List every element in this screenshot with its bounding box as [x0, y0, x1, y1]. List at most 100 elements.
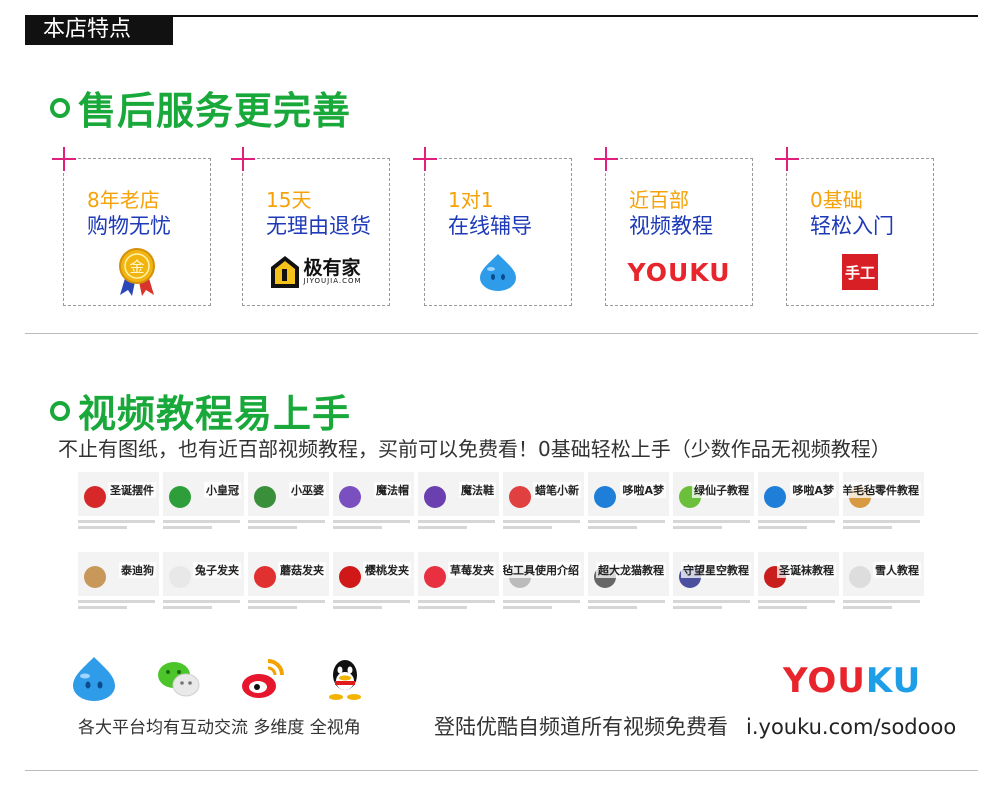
video-thumbnail[interactable]: 泰迪狗	[78, 552, 159, 624]
logo-text: 极有家	[303, 257, 361, 279]
plus-icon	[413, 147, 437, 171]
thumbnail-caption: 哆啦A梦	[620, 482, 666, 498]
video-thumbnail[interactable]: 魔法帽	[333, 472, 414, 544]
thumbnail-meta	[503, 520, 584, 529]
thumbnail-image: 魔法鞋	[418, 472, 499, 516]
thumbnail-image: 泰迪狗	[78, 552, 159, 596]
thumbnail-meta	[163, 520, 244, 529]
video-thumbnail[interactable]: 圣诞摆件	[78, 472, 159, 544]
thumbnail-figure	[84, 486, 106, 508]
thumbnail-meta	[758, 520, 839, 529]
section-title-text: 视频教程易上手	[78, 392, 352, 436]
aliwangwang-icon	[480, 254, 516, 291]
thumbnail-meta	[78, 520, 159, 529]
thumbnail-figure	[169, 566, 191, 588]
thumbnail-meta	[333, 600, 414, 609]
thumbnail-caption: 蘑菇发夹	[278, 562, 326, 578]
video-thumbnail[interactable]: 樱桃发夹	[333, 552, 414, 624]
plus-icon	[231, 147, 255, 171]
thumbnail-image: 守望星空教程	[673, 552, 754, 596]
footer-divider	[25, 770, 978, 771]
feature-card-old-store: 8年老店 购物无忧 金	[52, 147, 211, 306]
feature-card-return: 15天 无理由退货 极有家 JIYOUJIA.COM	[231, 147, 390, 306]
video-thumbnail[interactable]: 魔法鞋	[418, 472, 499, 544]
video-thumbnail[interactable]: 哆啦A梦	[588, 472, 669, 544]
video-thumbnail[interactable]: 绿仙子教程	[673, 472, 754, 544]
thumbnail-image: 雪人教程	[843, 552, 924, 596]
feature-line2: 轻松入门	[810, 214, 894, 238]
thumbnail-image: 草莓发夹	[418, 552, 499, 596]
thumbnail-figure	[764, 486, 786, 508]
thumbnail-meta	[418, 520, 499, 529]
thumbnail-image: 哆啦A梦	[588, 472, 669, 516]
thumbnail-meta	[588, 520, 669, 529]
thumbnail-meta	[163, 600, 244, 609]
feature-line2: 购物无忧	[87, 214, 171, 238]
video-thumbnail[interactable]: 雪人教程	[843, 552, 924, 624]
video-thumbnail[interactable]: 蜡笔小新	[503, 472, 584, 544]
youku-logo-text: YOUKU	[627, 257, 731, 287]
thumbnail-figure	[424, 566, 446, 588]
thumbnail-image: 羊毛毡工具使用介绍	[503, 552, 584, 596]
video-thumbnail[interactable]: 圣诞袜教程	[758, 552, 839, 624]
thumbnail-figure	[169, 486, 191, 508]
thumbnail-image: 羊毛毡零件教程	[843, 472, 924, 516]
thumbnail-figure	[84, 566, 106, 588]
thumbnail-image: 绿仙子教程	[673, 472, 754, 516]
video-thumbnail[interactable]: 哆啦A梦	[758, 472, 839, 544]
thumbnail-image: 魔法帽	[333, 472, 414, 516]
weibo-icon[interactable]	[238, 655, 286, 703]
qq-icon[interactable]	[321, 655, 369, 703]
youku-logo-text: YOUKU	[783, 661, 922, 701]
video-thumbnail[interactable]: 兔子发夹	[163, 552, 244, 624]
feature-line1: 0基础	[810, 188, 863, 212]
thumbnail-caption: 泰迪狗	[119, 562, 156, 578]
feature-line2: 视频教程	[629, 214, 713, 238]
thumbnail-caption: 蜡笔小新	[533, 482, 581, 498]
thumbnail-figure	[424, 486, 446, 508]
circle-bullet-icon	[50, 97, 70, 118]
thumbnail-image: 小皇冠	[163, 472, 244, 516]
thumbnail-image: 兔子发夹	[163, 552, 244, 596]
thumbnail-figure	[594, 486, 616, 508]
thumbnail-meta	[78, 600, 159, 609]
youku-url-link[interactable]: i.youku.com/sodooo	[746, 715, 957, 739]
feature-line2: 无理由退货	[266, 214, 371, 238]
thumbnail-caption: 雪人教程	[873, 562, 921, 578]
thumbnail-caption: 羊毛毡零件教程	[843, 482, 921, 498]
thumbnail-caption: 兔子发夹	[193, 562, 241, 578]
video-thumbnail[interactable]: 守望星空教程	[673, 552, 754, 624]
video-thumbnail[interactable]: 超大龙猫教程	[588, 552, 669, 624]
aliwangwang-icon[interactable]	[70, 655, 118, 703]
thumbnail-meta	[333, 520, 414, 529]
wechat-icon[interactable]	[155, 655, 203, 703]
section-title-aftersales: 售后服务更完善	[50, 80, 351, 135]
feature-line2: 在线辅导	[448, 214, 532, 238]
video-thumbnail[interactable]: 羊毛毡零件教程	[843, 472, 924, 544]
video-thumbnail[interactable]: 草莓发夹	[418, 552, 499, 624]
thumbnail-image: 蜡笔小新	[503, 472, 584, 516]
thumbnail-figure	[509, 486, 531, 508]
video-thumbnail[interactable]: 蘑菇发夹	[248, 552, 329, 624]
section-title-videos: 视频教程易上手	[50, 383, 351, 438]
thumbnail-image: 樱桃发夹	[333, 552, 414, 596]
section-title-text: 售后服务更完善	[78, 89, 352, 133]
youku-logo: YOUKU	[628, 258, 731, 287]
thumbnail-image: 圣诞摆件	[78, 472, 159, 516]
thumbnail-meta	[673, 600, 754, 609]
thumbnail-caption: 守望星空教程	[681, 562, 751, 578]
youku-logo[interactable]: YOUKU	[783, 661, 921, 701]
feature-card-videos: 近百部 视频教程 YOUKU	[594, 147, 753, 306]
plus-icon	[594, 147, 618, 171]
svg-text:金: 金	[129, 258, 144, 276]
thumbnail-caption: 超大龙猫教程	[596, 562, 666, 578]
thumbnail-figure	[849, 566, 871, 588]
thumbnail-meta	[248, 520, 329, 529]
thumbnail-figure	[254, 486, 276, 508]
video-thumbnail[interactable]: 羊毛毡工具使用介绍	[503, 552, 584, 624]
thumbnail-meta	[673, 520, 754, 529]
video-thumbnail[interactable]: 小皇冠	[163, 472, 244, 544]
youku-text: 登陆优酷自频道所有视频免费看	[434, 715, 728, 739]
video-thumbnail[interactable]: 小巫婆	[248, 472, 329, 544]
plus-icon	[775, 147, 799, 171]
